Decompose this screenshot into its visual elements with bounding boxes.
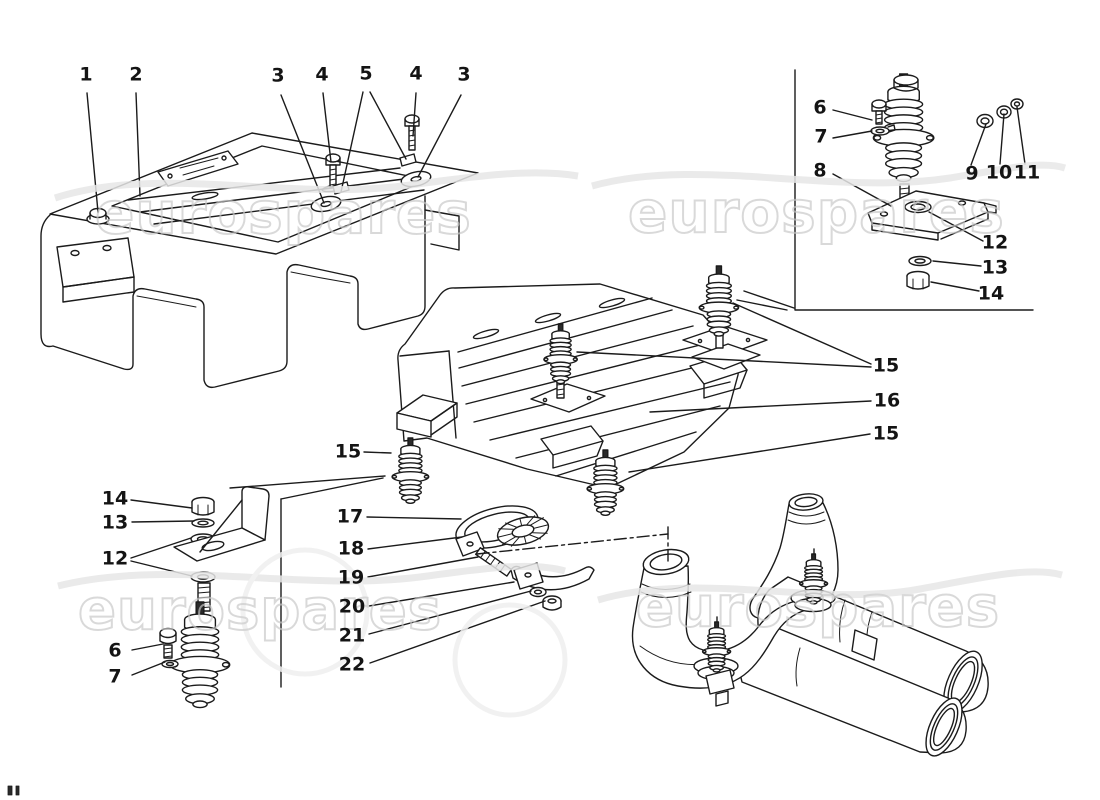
detail-nut-14: [906, 270, 930, 290]
muffler-silencer: [396, 283, 768, 489]
clamp-washer-21: [529, 586, 547, 598]
callout-8: 8: [813, 159, 827, 182]
callout-14-bottom: 14: [101, 487, 129, 510]
callout-9: 9: [965, 162, 979, 185]
detail-base-plate-8: [867, 190, 997, 241]
watermark-swirl-1: [240, 547, 370, 677]
heat-shield: [40, 114, 479, 389]
watermark-swoosh-bottom-right: [597, 568, 1063, 604]
centerline: [476, 526, 669, 562]
callout-11: 11: [1013, 161, 1041, 184]
callout-1: 1: [79, 63, 93, 86]
callout-4-left: 4: [315, 63, 329, 86]
callout-7-top: 7: [814, 125, 828, 148]
shield-bolt-4-left: [325, 153, 341, 188]
callout-4-right: 4: [409, 62, 423, 85]
detail2-bracket: [173, 486, 270, 562]
clamp-block-18: [455, 531, 485, 557]
watermark-text: eurospares: [636, 575, 1000, 640]
callout-6-bottom: 6: [108, 639, 122, 662]
callout-6-top: 6: [813, 96, 827, 119]
callout-17: 17: [336, 505, 364, 528]
detail2-nut-14: [191, 496, 215, 516]
callout-21: 21: [338, 624, 366, 647]
page-edge-marks: [7, 785, 20, 796]
watermark-text: eurospares: [95, 179, 472, 247]
callout-20: 20: [338, 595, 366, 618]
watermark-swirl-2: [452, 602, 568, 718]
callout-13-top: 13: [981, 256, 1009, 279]
detail2-washer-13: [191, 518, 215, 528]
callout-15-right-upper: 15: [872, 354, 900, 377]
callout-18: 18: [337, 537, 365, 560]
watermark-swoosh-top-right: [591, 161, 1067, 190]
callout-3-right: 3: [457, 63, 471, 86]
callout-3-left: 3: [271, 64, 285, 87]
clamp-nut-22: [542, 595, 562, 611]
callout-22: 22: [338, 653, 366, 676]
muffler-mount-front-left: [391, 437, 430, 504]
callout-10: 10: [985, 161, 1013, 184]
shield-label-plate: [157, 150, 239, 187]
callout-12-top: 12: [981, 231, 1009, 254]
shield-bolt-4-right: [404, 114, 420, 151]
callout-2: 2: [129, 63, 143, 86]
detail-bolt-6: [871, 99, 887, 125]
callout-16: 16: [873, 389, 901, 412]
detail-washer-11: [1010, 98, 1024, 110]
shield-clip-5-right: [399, 153, 417, 167]
watermark-layer: eurospares eurospares eurospares eurospa…: [53, 161, 1067, 718]
leader-lines: [86, 91, 1026, 676]
watermark-text: eurospares: [78, 578, 442, 643]
group-brackets: [229, 69, 1034, 688]
callout-7-bottom: 7: [108, 665, 122, 688]
watermark-text: eurospares: [628, 178, 1005, 246]
callout-15-right-lower: 15: [872, 422, 900, 445]
detail-washer-10: [996, 105, 1012, 119]
detail2-bolt-6: [159, 627, 177, 659]
callout-12-bottom: 12: [101, 547, 129, 570]
shield-bolt-1: [86, 207, 110, 225]
watermark-swoosh-top-left: [53, 169, 579, 202]
detail-washer-13: [908, 255, 932, 267]
shield-washer-3-left: [310, 195, 342, 213]
callout-15-left: 15: [334, 440, 362, 463]
callout-13-bottom: 13: [101, 511, 129, 534]
pipe-mount-left: [693, 616, 739, 707]
clamp-seal-disc: [496, 515, 550, 547]
detail2-washer-7: [161, 659, 179, 669]
watermark-swoosh-bottom-left: [57, 562, 566, 590]
callout-5: 5: [359, 62, 373, 85]
callout-19: 19: [337, 566, 365, 589]
callout-14-top: 14: [977, 282, 1005, 305]
